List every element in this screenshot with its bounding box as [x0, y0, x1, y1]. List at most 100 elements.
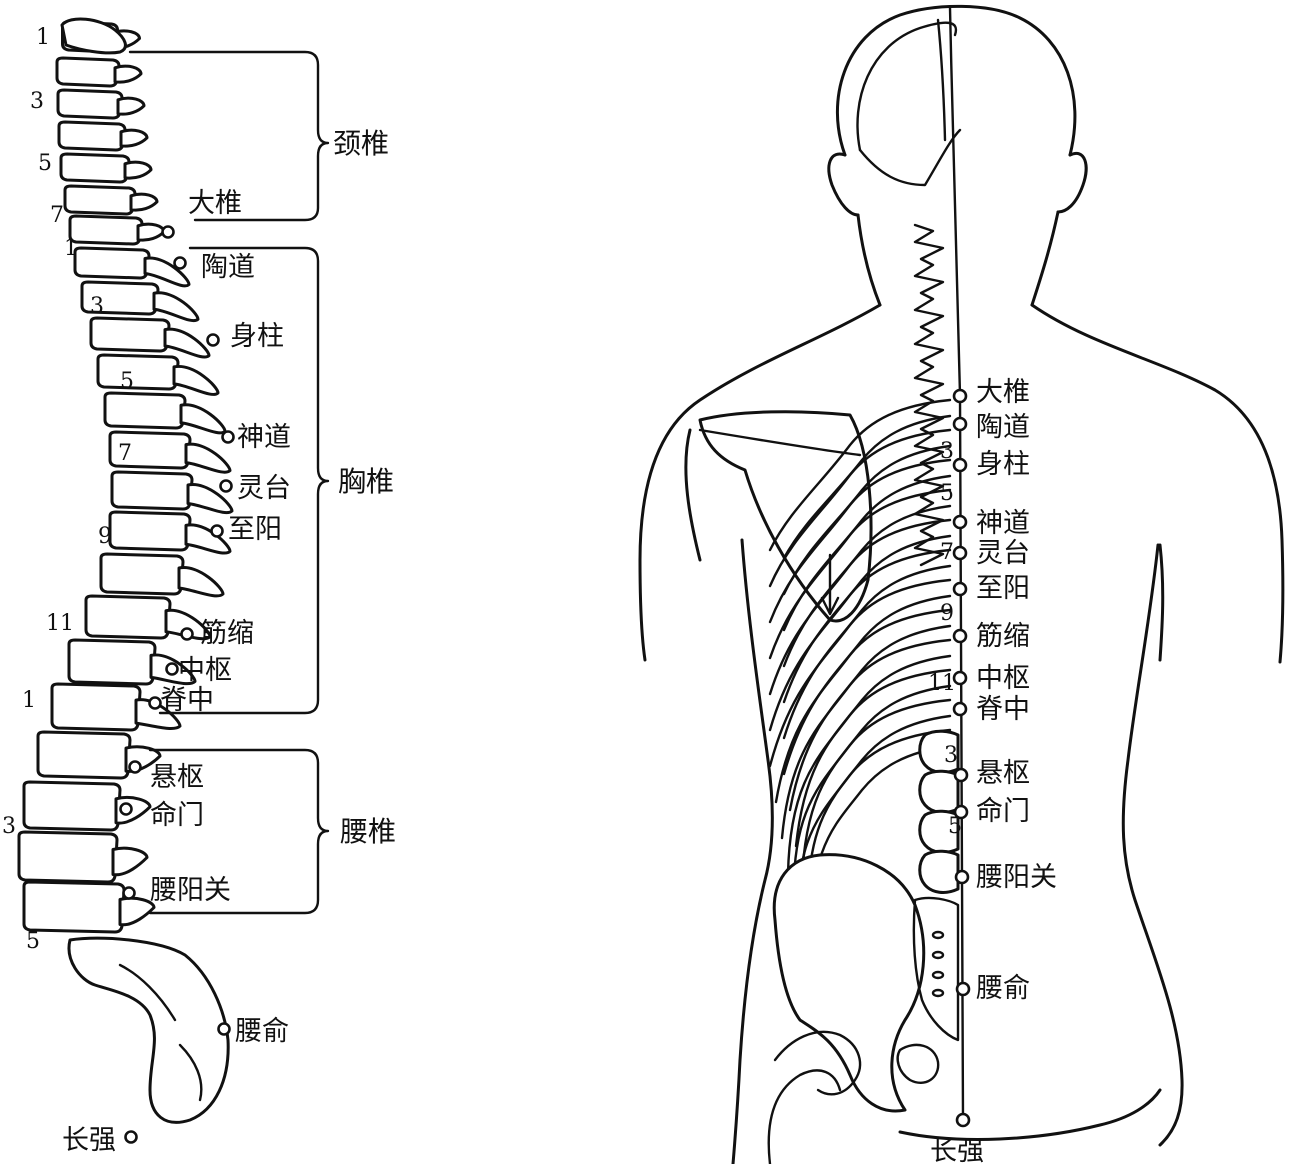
vertebra-number: 1: [36, 25, 50, 50]
rib: [768, 458, 952, 624]
acupoint-label-taodao: 陶道: [201, 252, 255, 283]
acupoint-label-dazhui: 大椎: [188, 188, 242, 219]
rib: [782, 564, 952, 740]
acupoint-marker: [952, 701, 968, 717]
vertebra-body: [57, 120, 127, 152]
acupoint-marker: [221, 430, 235, 444]
acupoint-marker: [122, 886, 136, 900]
neck-left-contour: [856, 213, 882, 307]
spinous-process: [184, 523, 232, 555]
rib: [782, 594, 952, 776]
spinous-process: [152, 291, 200, 323]
spinous-process: [184, 442, 232, 474]
cervical-spinous-processes: [913, 223, 945, 567]
acupoint-label-lingtai: 灵台: [237, 473, 291, 504]
obturator: [896, 1043, 940, 1085]
left-ear: [827, 152, 860, 217]
right-ear: [1056, 151, 1088, 214]
acupoint-label-shendao: 神道: [976, 508, 1030, 539]
vertebra-number: 5: [120, 369, 134, 394]
acupoint-marker: [952, 388, 968, 404]
acupoint-marker: [148, 696, 162, 710]
acupoint-marker: [955, 981, 971, 997]
acupoint-marker: [128, 760, 142, 774]
vertebra-body: [22, 880, 126, 934]
rib: [788, 624, 952, 812]
acupoint-marker: [953, 767, 969, 783]
vertebra-number: 5: [948, 814, 962, 839]
vertebra-body: [56, 88, 124, 120]
thoracic-bracket: [158, 246, 330, 715]
acupoint-marker: [952, 628, 968, 644]
sacral-foramen: [931, 988, 945, 998]
vertebra-body: [17, 830, 119, 884]
acupoint-marker: [161, 225, 175, 239]
acupoint-marker: [219, 479, 233, 493]
scapula-spine: [698, 428, 862, 457]
scapula-arrow: [820, 553, 840, 616]
rib: [768, 518, 952, 696]
acupoint-label-zhiyang: 至阳: [976, 573, 1030, 604]
acupoint-marker: [217, 1022, 231, 1036]
acupoint-marker: [952, 416, 968, 432]
vertebra-body: [22, 780, 122, 832]
spinous-process: [186, 483, 234, 515]
vertebra-number: 7: [118, 441, 132, 466]
lateral-spine-figure: 颈椎 胸椎 腰椎 1 3 5 7 1 3 5 7 9 11 1 3 5 大椎 陶…: [2, 17, 396, 1156]
acupoint-label-dazhui: 大椎: [976, 377, 1030, 408]
vertebra-number: 3: [30, 89, 44, 114]
vertebra-body: [55, 56, 121, 88]
vertebra-number: 9: [98, 524, 112, 549]
femur-head: [767, 1069, 842, 1164]
spinous-process: [113, 64, 143, 84]
acupoint-label-jinsuo: 筋缩: [976, 621, 1030, 652]
spinous-process: [111, 846, 149, 877]
vertebra-number: 3: [2, 814, 16, 839]
acupoint-marker: [952, 457, 968, 473]
vertebra-body: [68, 214, 144, 246]
acupoint-marker: [165, 662, 179, 676]
sacral-foramen: [931, 950, 945, 960]
atlas-vertebra: [60, 17, 127, 55]
vertebra-body: [63, 184, 137, 216]
vertebra-body: [50, 682, 142, 732]
acupoint-label-zhiyang: 至阳: [228, 514, 282, 545]
vertebra-number: 7: [50, 203, 64, 228]
acupoint-marker: [180, 627, 194, 641]
rib-cage: [768, 398, 952, 956]
sacrum-bone: [67, 936, 230, 1124]
rib: [774, 608, 952, 804]
spinous-process: [123, 160, 153, 180]
rib: [768, 548, 952, 732]
spinous-process: [172, 365, 220, 396]
acupoint-label-lingtai: 灵台: [976, 538, 1030, 569]
thoracic-label: 胸椎: [338, 465, 394, 498]
left-shoulder-arm: [638, 303, 882, 662]
acupoint-label-yaoshu: 腰俞: [976, 973, 1030, 1004]
acupoint-label-shendao: 神道: [237, 422, 291, 453]
sacrum-foramina: [118, 963, 203, 1102]
acupoint-marker: [173, 256, 187, 270]
neck-right-contour: [1030, 210, 1060, 307]
rib: [792, 698, 952, 912]
acupoint-label-xuanshu: 悬枢: [976, 758, 1030, 789]
rib: [780, 638, 952, 840]
acupoint-label-jizhong: 脊中: [976, 694, 1030, 725]
vertebra-number: 7: [940, 540, 954, 565]
buttock-curve: [898, 1088, 1162, 1141]
vertebra-number: 3: [90, 294, 104, 319]
spinous-process: [129, 192, 159, 212]
rib: [768, 578, 952, 768]
acupoint-marker: [954, 869, 970, 885]
torso-right-side: [1121, 543, 1184, 1147]
hip-joint: [773, 1030, 862, 1096]
governor-vessel-line: [948, 6, 965, 1122]
vertebra-body: [36, 730, 132, 780]
vertebra-number: 5: [940, 481, 954, 506]
rib: [782, 414, 952, 560]
spinous-process: [163, 327, 211, 359]
acupoint-marker: [119, 802, 133, 816]
spinous-process: [116, 96, 146, 116]
acupoint-label-xuanshu: 悬枢: [150, 762, 204, 793]
right-shoulder-arm: [1030, 303, 1285, 664]
